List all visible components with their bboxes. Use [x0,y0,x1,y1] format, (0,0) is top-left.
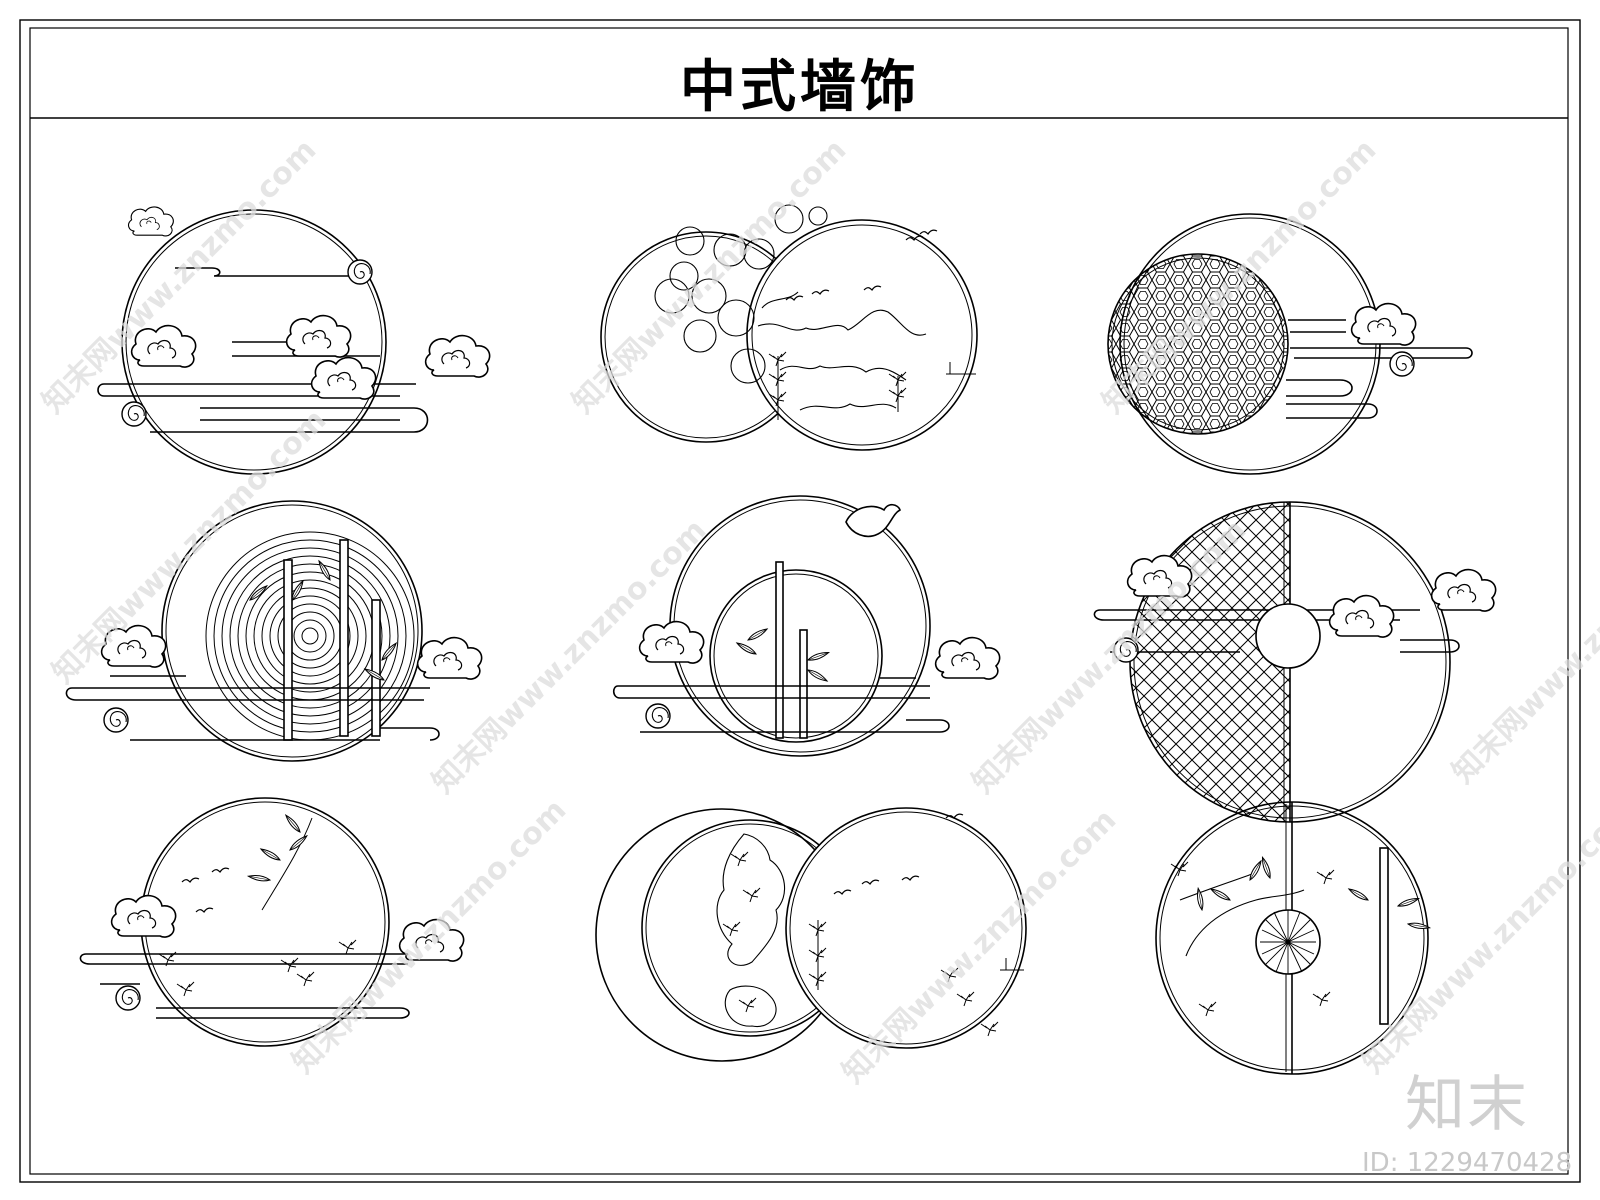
panel-split-fan [1155,801,1431,1075]
inner-frame [29,27,1569,1175]
image-id-label: ID: 1229470428 [1362,1148,1573,1178]
panel-bamboo-rings [65,500,483,762]
page-title: 中式墙饰 [680,55,920,120]
panel-clouds-ring [97,206,491,475]
watermark-logo: 知末 [1405,1070,1529,1140]
panel-double-moon [595,807,1027,1062]
panel-bird-bamboo [612,495,1001,757]
outer-frame [19,19,1581,1183]
panel-bamboo-clouds [79,797,465,1047]
panel-diamond-lattice [1093,501,1497,823]
panel-honeycomb-lattice [1107,213,1473,475]
panel-landscape-bubbles [600,204,978,451]
